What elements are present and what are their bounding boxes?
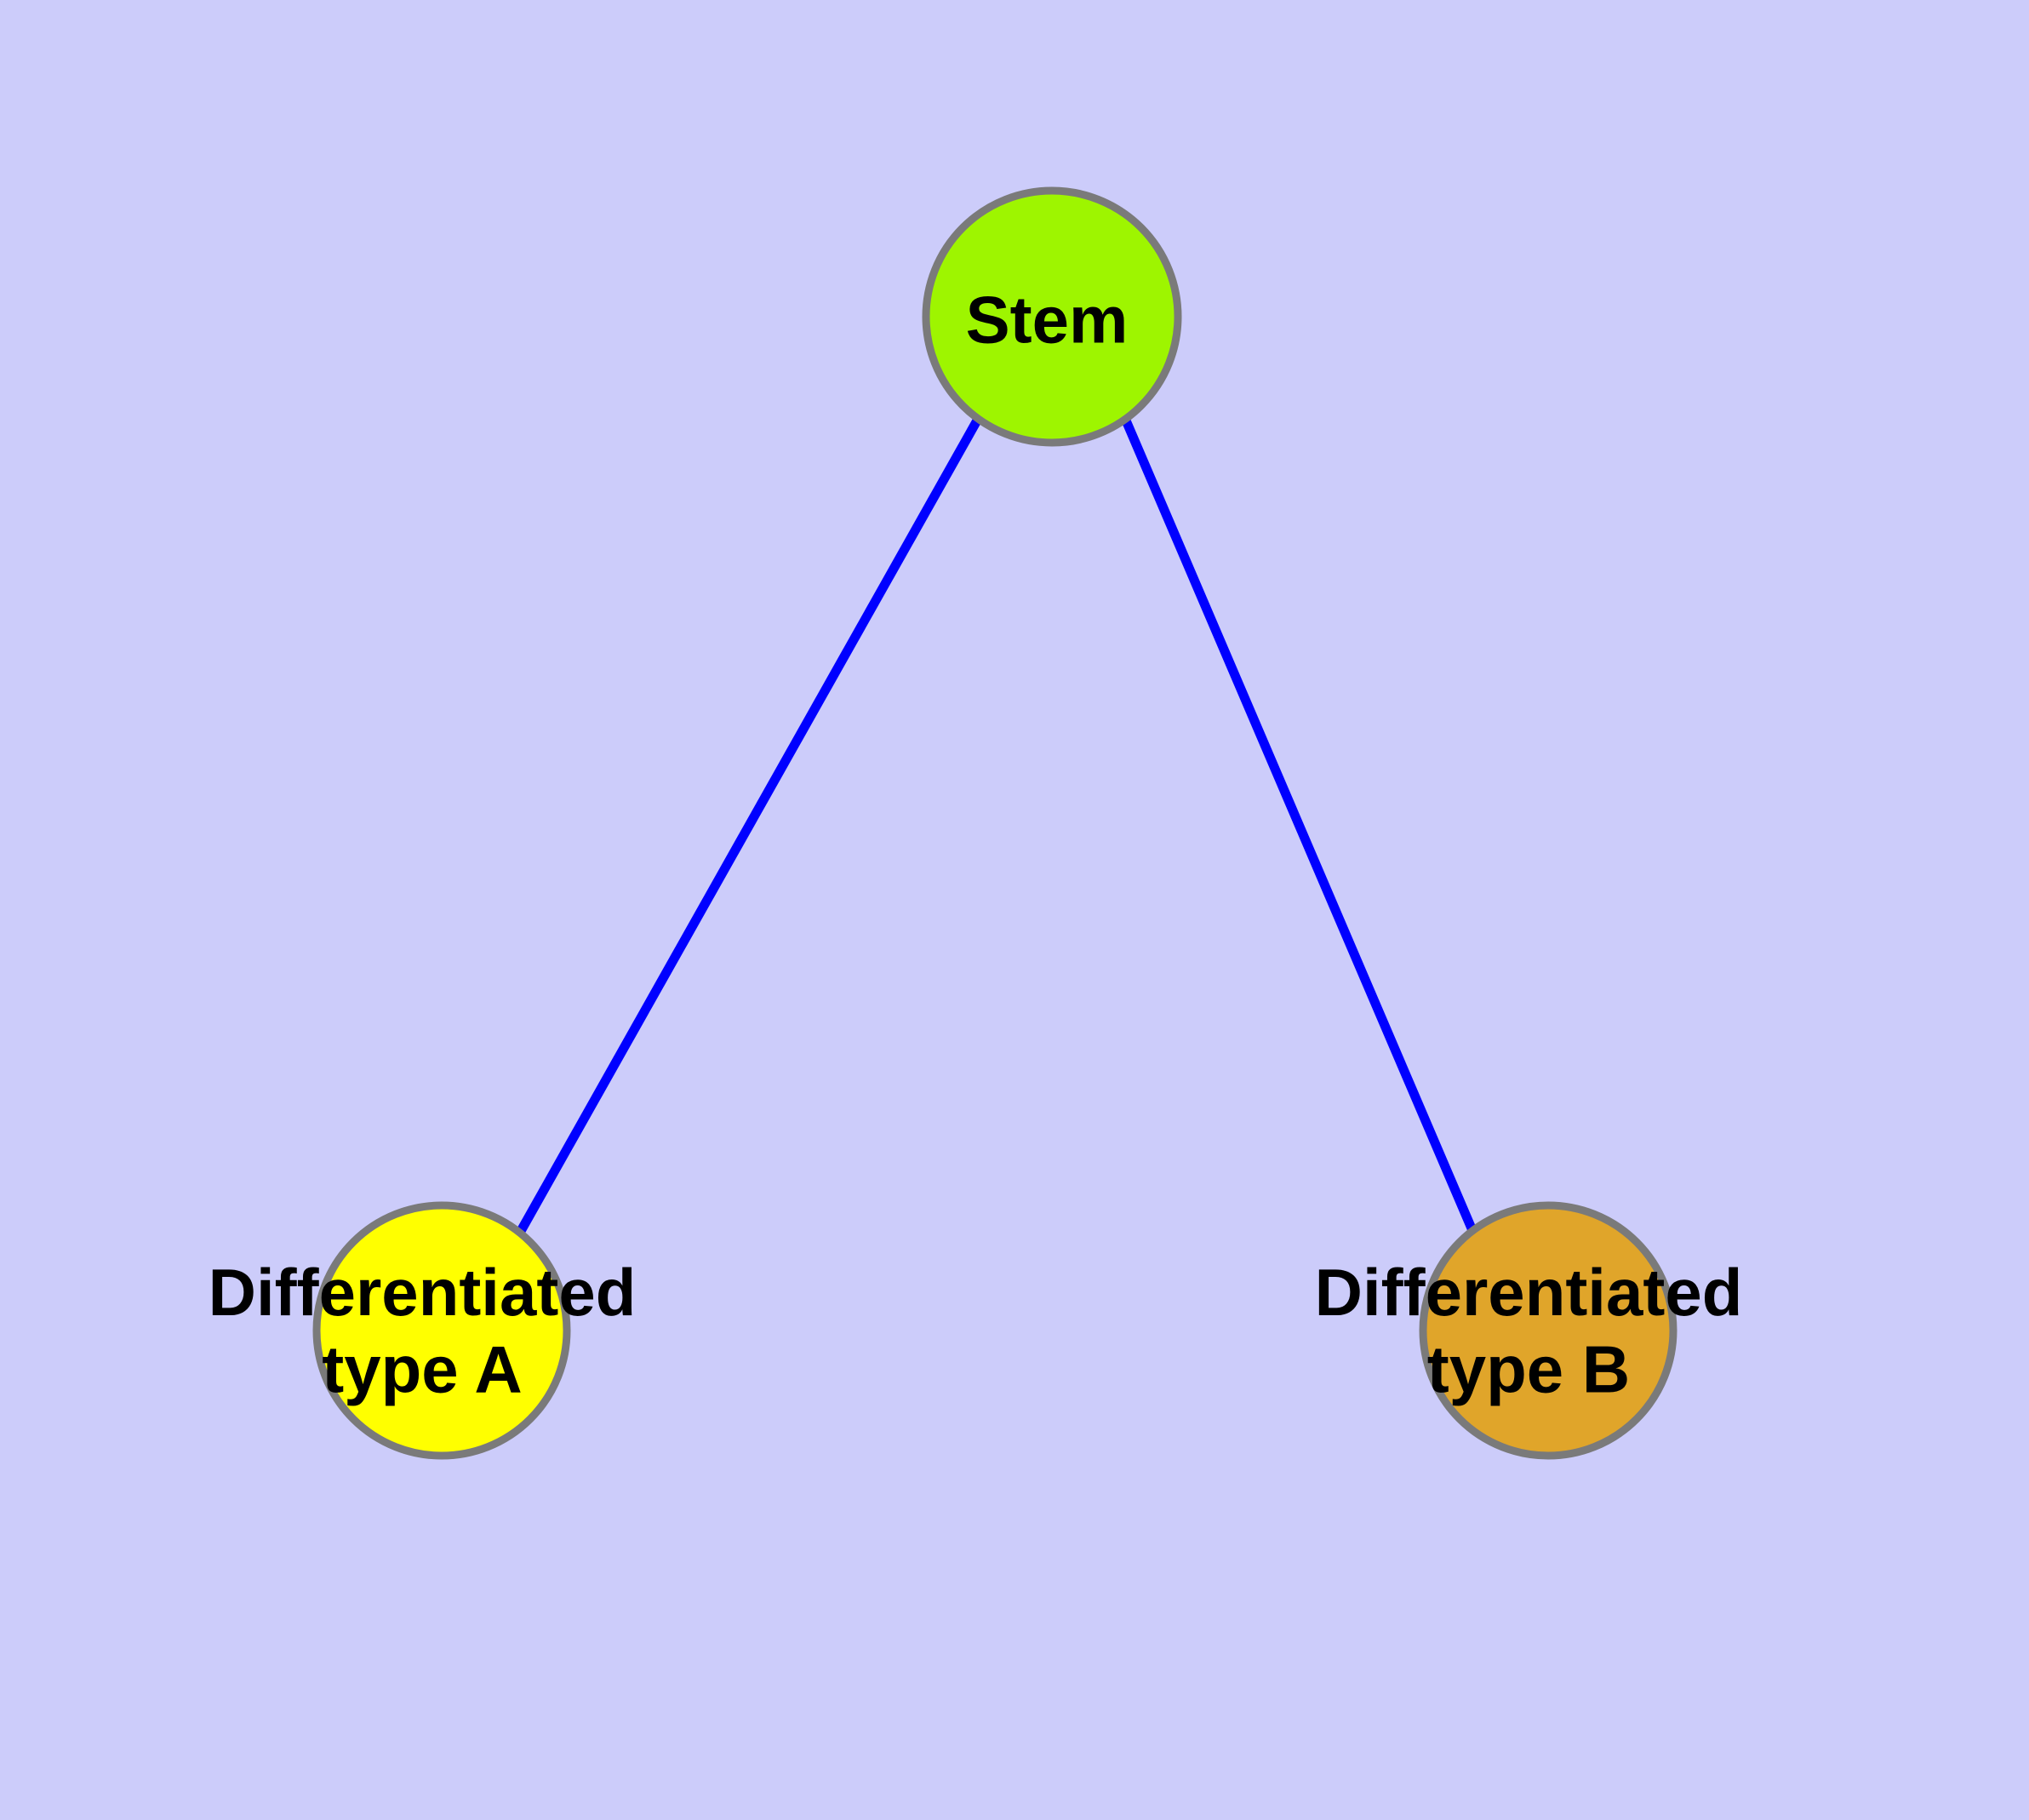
node-differentiated-type-a-circle[interactable] (312, 1201, 571, 1460)
node-differentiated-type-b-circle[interactable] (1419, 1201, 1677, 1460)
edge-layer (517, 418, 1477, 1233)
node-label-line: Differentiated (209, 1255, 637, 1330)
node-label-line: type A (322, 1331, 523, 1406)
node-label-line: Stem (966, 282, 1129, 357)
node-stem-circle[interactable] (922, 186, 1182, 447)
node-stem-label: Stem (966, 282, 1129, 357)
edge-stem-to-differentiated-type-b[interactable] (1121, 418, 1477, 1231)
node-label-line: type B (1427, 1331, 1630, 1406)
node-label-line: Differentiated (1315, 1255, 1743, 1330)
edge-stem-to-differentiated-type-a[interactable] (517, 418, 981, 1233)
node-stem[interactable]: Stem (922, 186, 1182, 447)
